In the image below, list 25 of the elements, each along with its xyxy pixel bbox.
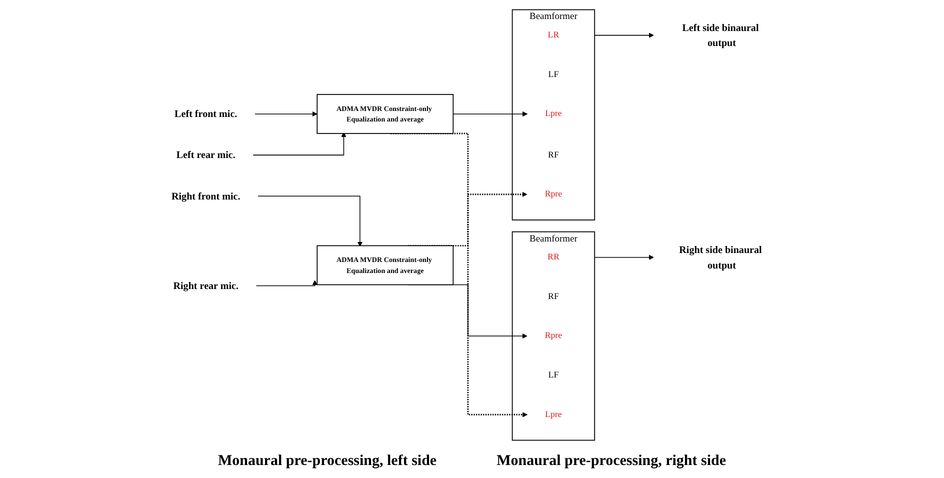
arrow <box>453 110 528 116</box>
node-text: Rpre <box>545 189 562 198</box>
caption-text: Monaural pre-processing, right side <box>496 453 726 470</box>
node-text: Lpre <box>545 409 562 419</box>
caption-text: Monaural pre-processing, left side <box>218 453 437 470</box>
arrow <box>258 195 363 246</box>
node-text: LF <box>548 69 559 79</box>
node-text: RF <box>548 150 560 160</box>
arrow <box>594 32 654 38</box>
node-text: Lpre <box>545 108 562 118</box>
node-text: Left side binaural output <box>682 22 760 48</box>
node-text: Left rear mic. <box>176 148 236 160</box>
node-text: Left front mic. <box>174 108 238 119</box>
arrow <box>253 131 347 155</box>
node-text: RR <box>548 252 560 262</box>
node-text: Rpre <box>545 330 562 340</box>
node-text: Right side binaural output <box>679 244 762 270</box>
node-text: LF <box>548 370 559 380</box>
node-text: RF <box>548 291 560 301</box>
arrow <box>254 110 318 116</box>
node-text: Right rear mic. <box>174 279 239 291</box>
arrow <box>594 254 654 260</box>
node-text: Right front mic. <box>172 190 241 202</box>
arrow <box>256 280 318 286</box>
node-text: LR <box>548 30 560 40</box>
